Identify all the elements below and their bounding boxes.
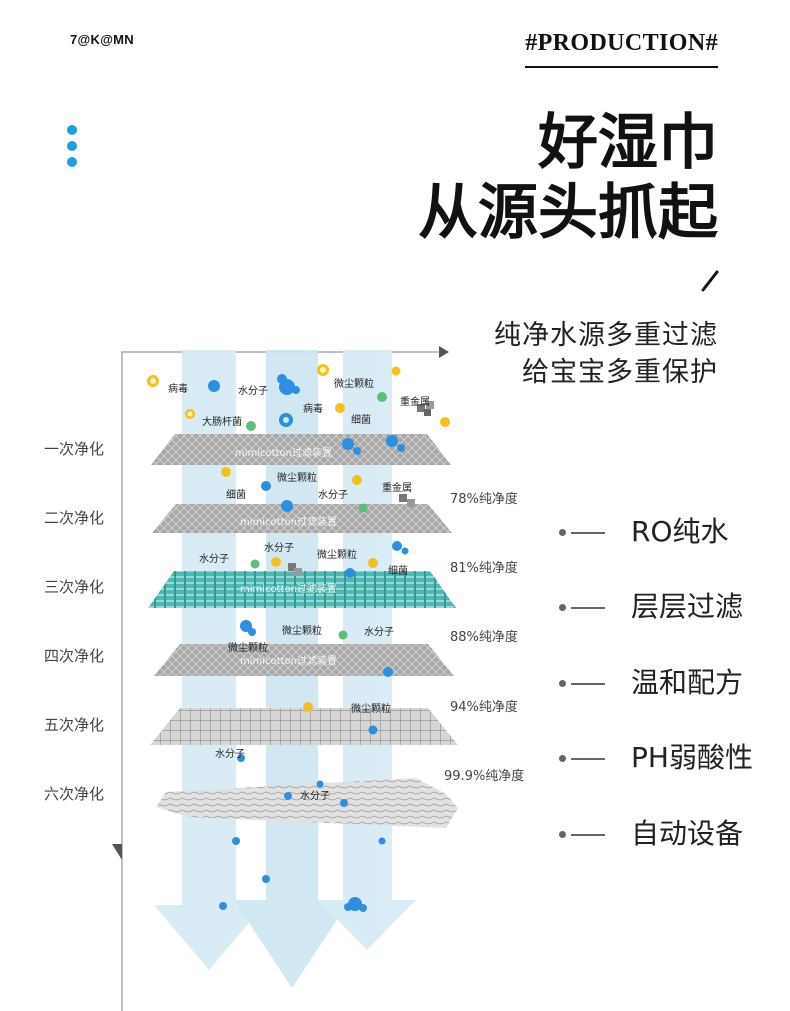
particle-label-metal-1: 重金属 [400,397,430,408]
particle-label-bacteria-2: 细菌 [226,490,246,501]
dash-line-icon [571,758,605,760]
frame-corner-icon [112,844,122,860]
feature-label: RO纯水 [631,515,729,548]
filter-layer-6 [156,778,458,828]
particle-label-dust-2: 微尘颗粒 [277,473,317,484]
particle-label-water-4: 水分子 [199,554,229,565]
filtration-illustration [112,346,458,1011]
purity-label-6: 99.9%纯净度 [444,769,525,784]
feature-item-ro-water: RO纯水 [556,509,790,553]
filter-layer-4 [154,644,454,676]
slash-icon [701,270,719,292]
particle-label-water-1: 水分子 [238,386,268,397]
stage-label-6: 六次净化 [44,785,105,803]
bullet-dot-icon [559,755,566,762]
dash-line-icon [571,607,605,609]
filter-text-1: mimicotton过滤装置 [235,448,332,459]
stage-label-2: 二次净化 [44,509,105,527]
headline-line-2: 从源头抓起 [418,178,718,248]
feature-item-layered-filter: 层层过滤 [556,584,790,628]
feature-list: RO纯水 层层过滤 温和配方 PH弱酸性 自动设备 [556,509,790,869]
feature-item-ph: PH弱酸性 [556,735,790,779]
feature-label: 温和配方 [631,666,744,699]
purity-label-4: 88%纯净度 [450,630,518,645]
particle-label-water-6: 水分子 [215,749,245,760]
particle-label-dust-1: 微尘颗粒 [334,379,374,390]
frame-line [121,351,444,1011]
particle-label-water-2: 水分子 [318,490,348,501]
filter-text-2: mimicotton过滤装置 [240,517,337,528]
particle-label-bacteria-3: 细菌 [388,566,408,577]
bullet-dot-icon [559,604,566,611]
subheadline-line-1: 纯净水源多重过滤 [494,320,718,351]
stage-label-1: 一次净化 [44,440,105,458]
stage-label-4: 四次净化 [44,647,105,665]
accent-dots-icon [67,125,77,170]
particle-label-virus-2: 病毒 [303,404,323,415]
particle-label-virus-1: 病毒 [168,384,188,395]
filter-text-3: mimicotton过滤装置 [240,584,337,595]
particle-label-dust-5: 微尘颗粒 [228,643,268,654]
particle-label-water-3: 水分子 [264,543,294,554]
filter-layer-1 [151,434,451,465]
feature-item-automatic-equipment: 自动设备 [556,811,790,855]
subheadline-line-2: 给宝宝多重保护 [522,357,718,388]
particle-label-dust-3: 微尘颗粒 [317,550,357,561]
particle-label-water-5: 水分子 [364,627,394,638]
stage-label-3: 三次净化 [44,578,105,596]
bullet-dot-icon [559,529,566,536]
bullet-dot-icon [559,680,566,687]
particle-label-dust-6: 微尘颗粒 [351,704,391,715]
dash-line-icon [571,532,605,534]
filter-layer-2 [152,504,452,533]
stage-label-5: 五次净化 [44,716,105,734]
particle-label-water-7: 水分子 [300,791,330,802]
filter-layer-5 [150,708,458,745]
brand-logo: 7@K@MN [70,32,134,47]
feature-label: 层层过滤 [631,590,744,623]
frame-arrowhead-icon [439,346,449,358]
dash-line-icon [571,683,605,685]
purity-label-3: 81%纯净度 [450,561,518,576]
purity-label-2: 78%纯净度 [450,492,518,507]
particle-label-metal-2: 重金属 [382,483,412,494]
particle-label-bacteria-1: 细菌 [351,415,371,426]
production-tag: #PRODUCTION# [525,28,718,68]
purity-label-5: 94%纯净度 [450,700,518,715]
dash-line-icon [571,834,605,836]
feature-label: 自动设备 [631,817,744,850]
headline-line-1: 好湿巾 [538,108,718,178]
feature-label: PH弱酸性 [631,741,753,774]
bullet-dot-icon [559,831,566,838]
particles [147,364,450,912]
filtration-diagram: 一次净化 二次净化 三次净化 四次净化 五次净化 六次净化 78%纯净度 81%… [0,340,560,1011]
filter-layer-3 [148,571,456,608]
particle-label-dust-4: 微尘颗粒 [282,626,322,637]
particle-label-ecoli: 大肠杆菌 [202,417,242,428]
filter-text-4: mimicotton过滤装置 [240,656,337,667]
feature-item-mild-formula: 温和配方 [556,660,790,704]
